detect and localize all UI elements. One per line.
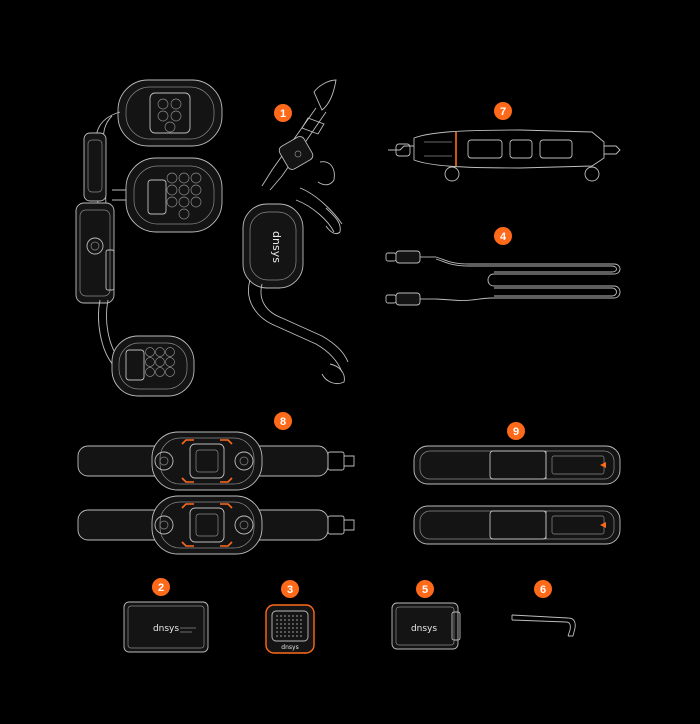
charger-icon: dnsys [265,604,315,654]
badge-1: 1 [274,104,292,122]
leg-strap-icon [77,431,355,555]
badge-3: 3 [281,580,299,598]
badge-6-label: 6 [540,584,546,596]
spare-battery-logo: dnsys [411,624,437,634]
badge-8-label: 8 [280,416,286,428]
hex-key-icon [511,614,576,637]
badge-2-label: 2 [158,582,164,594]
badge-3-label: 3 [287,584,293,596]
badge-7-label: 7 [500,106,506,118]
badge-5: 5 [416,580,434,598]
badge-1-label: 1 [280,108,286,120]
badge-9: 9 [507,422,525,440]
battery-pack-icon: dnsys [123,601,209,653]
usb-c-cable-icon [385,250,621,306]
spare-battery-icon: dnsys [391,602,461,650]
badge-6: 6 [534,580,552,598]
badge-5-label: 5 [422,584,428,596]
badge-7: 7 [494,102,512,120]
frame-logo: dnsys [270,231,283,263]
badge-4-label: 4 [500,231,507,243]
battery-logo: dnsys [153,624,179,634]
badge-9-label: 9 [513,426,519,438]
storage-pouch-icon [413,445,621,545]
charger-logo: dnsys [281,644,298,651]
exoskeleton-frame-icon: dnsys [75,79,349,397]
badge-4: 4 [494,227,512,245]
strut-icon [388,129,621,182]
badge-2: 2 [152,578,170,596]
badge-8: 8 [274,412,292,430]
